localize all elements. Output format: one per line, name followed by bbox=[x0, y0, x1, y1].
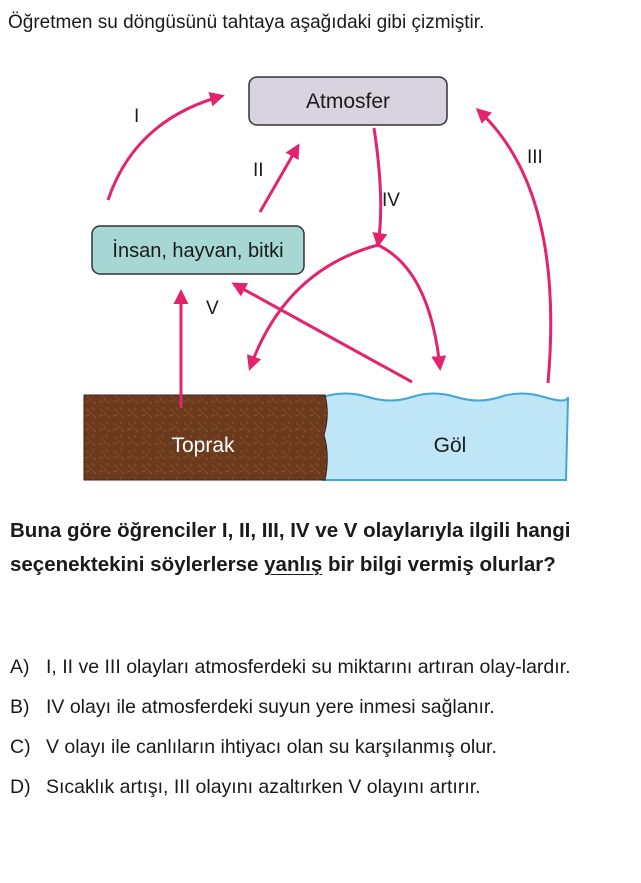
arrow-III bbox=[475, 107, 553, 384]
label-I: I bbox=[134, 106, 139, 127]
living-things-label: İnsan, hayvan, bitki bbox=[112, 239, 283, 262]
answer-options: A) I, II ve III olayları atmosferdeki su… bbox=[10, 652, 636, 812]
water-cycle-diagram: Göl Toprak Atmosfer İnsan, hayvan, bitki… bbox=[83, 76, 569, 481]
question-part-1: Buna göre öğrenciler I, II, III, IV ve V… bbox=[10, 519, 571, 576]
option-b[interactable]: B) IV olayı ile atmosferdeki suyun yere … bbox=[10, 692, 636, 722]
arrow-II bbox=[258, 143, 300, 213]
arrow-IV-soil bbox=[246, 243, 379, 371]
option-d[interactable]: D) Sıcaklık artışı, III olayını azaltırk… bbox=[10, 772, 636, 802]
living-things-box bbox=[91, 225, 305, 275]
arrow-IV-down bbox=[372, 127, 388, 248]
soil-shape bbox=[83, 394, 328, 481]
question-text: Buna göre öğrenciler I, II, III, IV ve V… bbox=[10, 514, 636, 582]
option-b-text: IV olayı ile atmosferdeki suyun yere inm… bbox=[46, 696, 495, 718]
arrow-IV-lake bbox=[377, 243, 447, 371]
soil-label: Toprak bbox=[171, 434, 235, 457]
option-a-letter: A) bbox=[10, 656, 30, 678]
option-b-letter: B) bbox=[10, 696, 30, 718]
lake-label: Göl bbox=[434, 434, 467, 457]
arrow-I bbox=[106, 91, 225, 201]
option-d-letter: D) bbox=[10, 776, 31, 798]
atmosphere-box bbox=[248, 76, 448, 126]
question-underlined: yanlış bbox=[264, 553, 323, 576]
label-V: V bbox=[206, 298, 219, 319]
label-III: III bbox=[527, 147, 543, 168]
question-part-2: bir bilgi vermiş olurlar? bbox=[322, 553, 556, 576]
option-c-text: V olayı ile canlıların ihtiyacı olan su … bbox=[46, 736, 497, 758]
lake-shape bbox=[322, 392, 569, 481]
arrow-lake-to-living bbox=[231, 282, 413, 384]
option-a[interactable]: A) I, II ve III olayları atmosferdeki su… bbox=[10, 652, 636, 682]
atmosphere-label: Atmosfer bbox=[306, 90, 390, 113]
option-d-text: Sıcaklık artışı, III olayını azaltırken … bbox=[46, 776, 481, 798]
label-II: II bbox=[253, 160, 264, 181]
label-IV: IV bbox=[382, 190, 400, 211]
option-c-letter: C) bbox=[10, 736, 31, 758]
option-c[interactable]: C) V olayı ile canlıların ihtiyacı olan … bbox=[10, 732, 636, 762]
option-a-text: I, II ve III olayları atmosferdeki su mi… bbox=[46, 656, 571, 678]
intro-text: Öğretmen su döngüsünü tahtaya aşağıdaki … bbox=[8, 12, 485, 33]
